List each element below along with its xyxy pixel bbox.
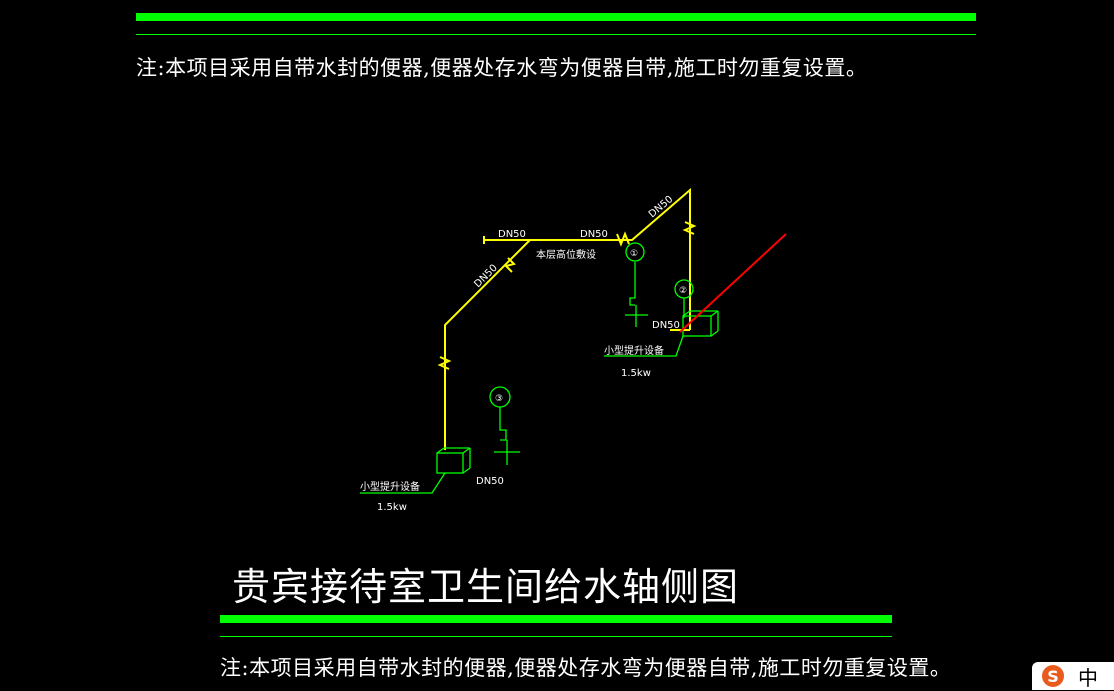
- label-pump-left-power: 1.5kw: [377, 502, 407, 513]
- marker-b-text: ②: [679, 286, 687, 296]
- label-pump-left-name: 小型提升设备: [360, 480, 420, 493]
- label-floor-note: 本层高位敷设: [536, 248, 596, 261]
- bottom-thick-line: [220, 615, 892, 623]
- marker-circle-a: [625, 242, 645, 262]
- label-pump-right-power: 1.5kw: [621, 368, 651, 379]
- top-thin-line: [136, 34, 976, 35]
- bottom-note: 注:本项目采用自带水封的便器,便器处存水弯为便器自带,施工时勿重复设置。: [220, 656, 952, 680]
- label-dn50-top-right: DN50: [580, 229, 608, 240]
- pipe-top-run: [530, 187, 691, 330]
- red-leader-line: [679, 233, 787, 333]
- bottom-thin-line: [220, 636, 892, 637]
- pump-box-left: [436, 452, 464, 474]
- top-thick-line: [136, 13, 976, 21]
- label-dn50-diag-left: DN50: [472, 263, 500, 291]
- label-dn50-top-left: DN50: [498, 229, 526, 240]
- label-dn50-right-box: DN50: [652, 320, 680, 331]
- label-pump-right-name: 小型提升设备: [604, 344, 664, 357]
- top-note: 注:本项目采用自带水封的便器,便器处存水弯为便器自带,施工时勿重复设置。: [136, 56, 868, 80]
- leader-left: [360, 472, 446, 494]
- leader-right: [604, 335, 684, 357]
- annotation-layer: [360, 242, 719, 494]
- ime-language-toggle[interactable]: 中: [1078, 665, 1098, 690]
- marker-c-text: ③: [495, 394, 503, 404]
- ime-toolbar[interactable]: S 中: [1032, 662, 1114, 690]
- label-dn50-left-box: DN50: [476, 476, 504, 487]
- pipe-left-run: [444, 239, 533, 450]
- drawing-title: 贵宾接待室卫生间给水轴侧图: [232, 565, 740, 609]
- ime-logo-icon[interactable]: S: [1042, 665, 1064, 687]
- pipe-network: [437, 187, 697, 450]
- marker-a-text: ①: [630, 249, 638, 259]
